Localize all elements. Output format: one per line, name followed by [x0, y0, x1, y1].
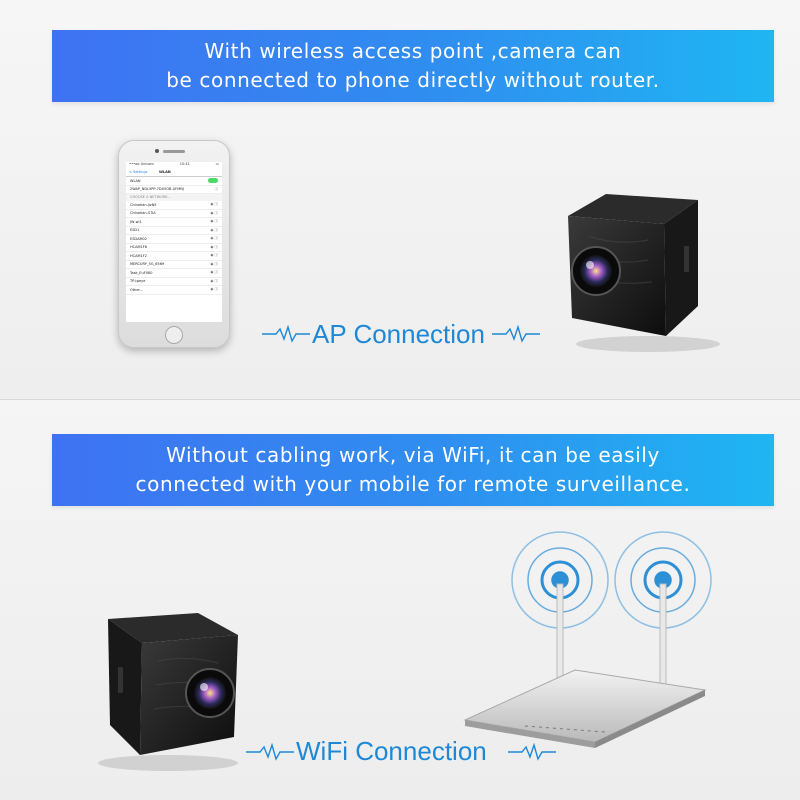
carrier-text: •••oo Unicom [129, 162, 154, 166]
choose-network-header: CHOOSE A NETWORK... [126, 194, 222, 201]
home-button [165, 326, 183, 344]
network-name: HCAM1F2 [130, 253, 147, 258]
waveform-right-ap [492, 325, 540, 343]
phone-speaker [163, 150, 185, 153]
connected-network-name: 2WAP_NDL5PP-7DX5OB-UFMNJ [130, 187, 184, 192]
network-name: Task_EuF080 [130, 270, 153, 275]
network-name: TP-tpeye [130, 279, 146, 284]
wlan-title: WLAN [159, 170, 171, 174]
network-name: Other... [130, 287, 143, 292]
network-name: Chinahan-jizN5 [130, 202, 157, 207]
wlan-toggle [208, 178, 218, 184]
waveform-left-wifi [246, 743, 294, 761]
network-list-item: HCAM1F2 ◉ ⓘ [126, 252, 222, 261]
waveform-right-wifi [508, 743, 556, 761]
wifi-signal-icon: ◉ ⓘ [210, 278, 218, 283]
ap-banner-line2: be connected to phone directly without r… [166, 68, 660, 92]
wifi-signal-icon: ◉ ⓘ [210, 270, 218, 275]
front-camera [155, 149, 159, 153]
camera-cube-wifi [98, 613, 238, 771]
network-name: ESDAM02 [130, 236, 147, 241]
battery-icon: ▭ [215, 162, 219, 166]
connected-network-row: 2WAP_NDL5PP-7DX5OB-UFMNJ ⓘ [126, 186, 222, 194]
wifi-banner-line2: connected with your mobile for remote su… [135, 472, 691, 496]
wlan-label: WLAN [130, 178, 141, 183]
network-list-item: Chinahan-jizN5 ◉ ⓘ [126, 201, 222, 210]
wifi-signal-icon: ◉ ⓘ [210, 236, 218, 241]
settings-back-link: < Settings [129, 170, 148, 174]
wifi-signal-icon: ◉ ⓘ [210, 202, 218, 207]
network-name: ESD1 [130, 228, 140, 233]
phone-screen: •••oo Unicom 10:41 ▭ < Settings WLAN WLA… [126, 162, 222, 322]
network-list-item: ESDAM02 ◉ ⓘ [126, 235, 222, 244]
wifi-signal-icon: ◉ ⓘ [210, 210, 218, 215]
wifi-signal-icon: ◉ ⓘ [210, 253, 218, 258]
network-name: JW-wi1 [130, 219, 142, 224]
phone-nav-bar: < Settings WLAN [126, 168, 222, 177]
network-list-item: ESD1 ◉ ⓘ [126, 227, 222, 235]
network-list-item: Task_EuF080 ◉ ⓘ [126, 269, 222, 278]
wifi-signal-icon: ◉ ⓘ [210, 261, 218, 266]
wifi-router-image [463, 531, 712, 748]
wifi-signal-icon: ⓘ [214, 186, 219, 191]
wifi-connection-label: WiFi Connection [296, 736, 487, 766]
section-divider [0, 399, 800, 400]
ap-banner: With wireless access point ,camera can b… [52, 30, 774, 102]
wifi-signal-icon: ◉ ⓘ [210, 244, 218, 249]
wifi-signal-icon: ◉ ⓘ [210, 219, 218, 224]
network-list-item: MERCURY_5G_6569 ◉ ⓘ [126, 261, 222, 269]
network-name: MERCURY_5G_6569 [130, 262, 165, 267]
network-list-item: HCAM1F6 ◉ ⓘ [126, 244, 222, 252]
network-list: Chinahan-jizN5 ◉ ⓘ Chinahan-STIA ◉ ⓘ JW-wi1 ◉… [126, 201, 222, 295]
wlan-toggle-row: WLAN [126, 177, 222, 186]
waveform-left-ap [262, 325, 310, 343]
camera-cube-ap [568, 194, 720, 352]
network-name: HCAM1F6 [130, 245, 147, 250]
network-list-item: Other... ◉ ⓘ [126, 286, 222, 295]
wifi-signal-icon: ◉ ⓘ [210, 287, 218, 292]
phone-status-bar: •••oo Unicom 10:41 ▭ [126, 162, 222, 168]
ap-connection-label: AP Connection [312, 319, 485, 349]
network-list-item: TP-tpeye ◉ ⓘ [126, 278, 222, 286]
network-list-item: Chinahan-STIA ◉ ⓘ [126, 210, 222, 218]
wifi-banner-line1: Without cabling work, via WiFi, it can b… [166, 443, 660, 467]
smartphone-image: •••oo Unicom 10:41 ▭ < Settings WLAN WLA… [118, 140, 230, 348]
network-list-item: JW-wi1 ◉ ⓘ [126, 218, 222, 227]
wifi-signal-icon: ◉ ⓘ [210, 227, 218, 232]
network-name: Chinahan-STIA [130, 211, 156, 216]
ap-banner-line1: With wireless access point ,camera can [204, 39, 622, 63]
wifi-banner: Without cabling work, via WiFi, it can b… [52, 434, 774, 506]
clock-text: 10:41 [179, 162, 190, 166]
